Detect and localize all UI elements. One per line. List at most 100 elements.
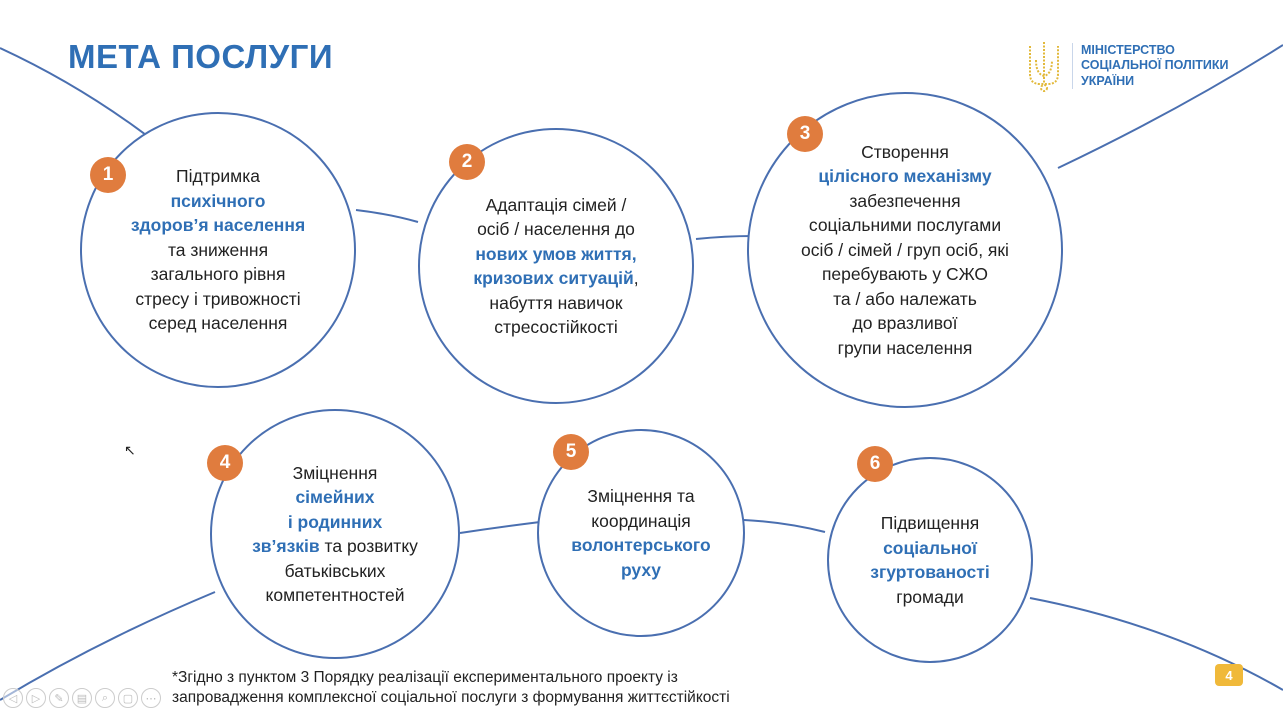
goal-text-line: осіб / населення до [473,217,638,242]
goal-number-badge: 6 [857,446,893,482]
next-slide-button[interactable]: ▷ [26,688,46,708]
arc-bottom-left [0,591,216,701]
text-segment: , [633,268,639,288]
goal-text-line: Адаптація сімей / [473,193,638,218]
text-segment: Зміцнення [292,462,378,483]
goal-text: Зміцнення та координація волонтерського рух… [571,484,710,582]
text-segment: стресу і тривожності [135,288,301,309]
goal-text-line: координація [571,509,710,534]
goal-number-badge: 2 [449,144,485,180]
goal-text-line: Підвищення [870,511,989,536]
logo-line: УКРАЇНИ [1081,73,1135,88]
goal-text-line: Зміцнення та [571,484,710,509]
more-options-button[interactable]: ⋯ [141,688,161,708]
goal-text-line: зв’язків та розвитку [252,534,418,559]
previous-slide-button[interactable]: ◁ [3,688,23,708]
text-segment: та / або належать [833,288,977,309]
zoom-button[interactable]: ⌕ [95,688,115,708]
goal-text-line: сімейних [252,485,418,510]
footnote-line: запровадження комплексної соціальної пос… [172,689,730,706]
connector-1-2 [355,209,419,223]
goal-text-line: руху [571,558,710,583]
highlighted-text: здоров’я населення [130,215,306,236]
goal-text-line: соціальної [870,536,989,561]
text-segment: Зміцнення та [587,486,695,506]
goal-number-badge: 1 [90,157,126,193]
connector-4-5 [459,521,541,534]
connector-2-3 [695,235,755,240]
highlighted-text: руху [620,559,662,580]
highlighted-text: нових умов життя, [475,243,637,264]
goal-text-line: цілісного механізму [801,164,1009,189]
goal-text-line: серед населення [131,311,305,336]
text-segment: загального рівня [150,264,286,285]
text-segment: стресостійкості [494,317,618,337]
text-segment: Підвищення [880,513,980,533]
arc-top-right [1057,44,1283,169]
footnote-line: *Згідно з пунктом 3 Порядку реалізації е… [172,669,678,686]
text-segment: громади [896,586,964,607]
text-segment: Підтримка [175,166,260,187]
arc-bottom-right [1029,597,1283,691]
goal-text-line: здоров’я населення [131,213,305,238]
goal-text-line: загального рівня [131,262,305,287]
highlighted-text: і родинних [287,511,383,532]
goal-text-line: забезпечення [801,189,1009,214]
goal-text: Підтримка психічного здоров’я населення та … [131,164,305,336]
highlighted-text: соціальної [883,537,977,558]
goal-text-line: батьківських [252,559,418,584]
text-segment: осіб / населення до [477,219,635,239]
highlighted-text: психічного [170,190,266,211]
highlighted-text: сімейних [295,487,375,507]
page-number-badge: 4 [1215,664,1243,686]
goal-text-line: волонтерського [571,533,710,558]
goal-number-badge: 3 [787,116,823,152]
goal-circle-1: Підтримка психічного здоров’я населення та … [80,112,356,388]
trident-icon [1029,42,1059,92]
text-segment: Створення [861,141,949,162]
text-segment: забезпечення [849,190,961,211]
ministry-logo: МІНІСТЕРСТВО СОЦІАЛЬНОЇ ПОЛІТИКИ УКРАЇНИ [1026,40,1229,92]
highlighted-text: зв’язків [252,536,320,556]
goal-text: Адаптація сімей /осіб / населення до нови… [473,193,638,340]
highlighted-text: згуртованості [870,562,990,582]
goal-text-line: згуртованості [870,560,989,585]
slides-grid-button[interactable]: ▤ [72,688,92,708]
pen-tool-button[interactable]: ✎ [49,688,69,708]
text-segment: серед населення [148,313,288,334]
goal-text-line: групи населення [801,336,1009,361]
goal-text-line: і родинних [252,510,418,535]
text-segment: осіб / сімей / груп осіб, які [801,239,1009,260]
text-segment: координація [591,510,691,531]
goal-text-line: осіб / сімей / груп осіб, які [801,238,1009,263]
text-segment: групи населення [837,337,973,358]
goal-text-line: кризових ситуацій, [473,266,638,291]
text-segment: та зниження [167,239,269,260]
goal-circle-2: Адаптація сімей /осіб / населення до нови… [418,128,694,404]
goal-text-line: та / або належать [801,287,1009,312]
goal-number-badge: 5 [553,434,589,470]
text-segment: соціальними послугами [808,215,1002,236]
text-segment: компетентностей [265,585,405,605]
goal-text-line: стресостійкості [473,315,638,340]
logo-line: СОЦІАЛЬНОЇ ПОЛІТИКИ [1081,58,1229,73]
goal-text-line: нових умов життя, [473,242,638,267]
goal-text-line: Підтримка [131,164,305,189]
highlighted-text: волонтерського [571,535,711,555]
goal-text-line: набуття навичок [473,291,638,316]
goal-circle-6: Підвищення соціальної згуртованості громади [827,457,1033,663]
goal-number-badge: 4 [207,445,243,481]
goal-text-line: психічного [131,189,305,214]
mouse-cursor-icon: ↖ [124,442,136,458]
camera-button[interactable]: ▢ [118,688,138,708]
text-segment: та розвитку [319,536,418,556]
goal-text-line: до вразливої [801,311,1009,336]
goal-text-line: стресу і тривожності [131,287,305,312]
connector-5-6 [743,519,826,533]
goal-text-line: соціальними послугами [801,213,1009,238]
footnote: *Згідно з пунктом 3 Порядку реалізації е… [172,668,730,708]
